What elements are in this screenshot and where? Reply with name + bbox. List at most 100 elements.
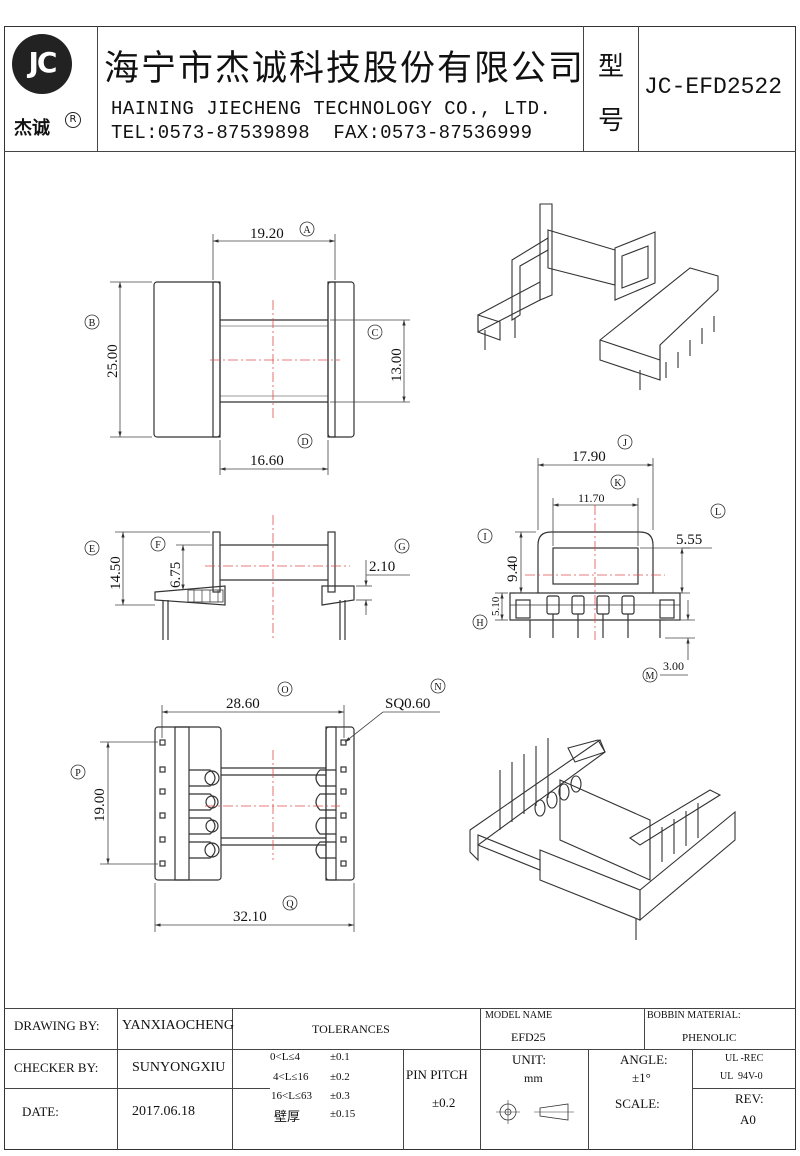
pin-pitch-value: ±0.2: [432, 1095, 456, 1110]
iso-view-top: [477, 203, 719, 390]
dim-N: [344, 711, 440, 743]
header-divider: [638, 26, 639, 151]
dim-P: [100, 741, 158, 865]
balloon-letter-J: J: [623, 438, 627, 449]
tb-line: [4, 1088, 270, 1089]
dim-value-H: 5.10: [490, 596, 502, 616]
dim-J: [537, 458, 654, 530]
dim-value-P: 19.00: [92, 788, 108, 822]
dim-value-O: 28.60: [226, 696, 260, 712]
tol-value-3: ±0.3: [330, 1090, 350, 1102]
date-value: 2017.06.18: [132, 1104, 195, 1119]
balloon-letter-N: N: [434, 682, 441, 693]
dim-value-A: 19.20: [250, 226, 284, 242]
balloon-letter-H: H: [476, 618, 483, 629]
dim-F: [176, 544, 212, 590]
tol-value-4: ±0.15: [330, 1108, 356, 1120]
checker-by-label: CHECKER BY:: [14, 1060, 99, 1075]
tb-line: [692, 1049, 693, 1150]
dim-G: [356, 560, 410, 615]
dim-value-I: 9.40: [505, 556, 521, 582]
dim-value-D: 16.60: [250, 453, 284, 469]
tol-range-2: 4<L≤16: [273, 1071, 309, 1083]
tb-line: [644, 1008, 645, 1049]
rev-label: REV:: [735, 1091, 764, 1106]
balloon-letter-E: E: [89, 544, 95, 555]
balloon-letter-D: D: [301, 437, 308, 448]
rev-value: A0: [740, 1112, 756, 1127]
balloon-O: O: [277, 681, 293, 697]
balloon-N: N: [430, 678, 446, 694]
tb-line: [4, 1008, 796, 1009]
balloon-D: D: [297, 433, 313, 449]
balloon-C: C: [367, 324, 383, 340]
tol-range-3: 16<L≤63: [271, 1090, 312, 1102]
balloon-H: H: [472, 614, 488, 630]
registered-mark: R: [65, 112, 81, 128]
balloon-letter-C: C: [372, 328, 379, 339]
dim-M: [660, 600, 695, 676]
balloon-G: G: [394, 538, 410, 554]
front-view: [509, 505, 681, 640]
header-divider: [97, 26, 98, 151]
balloon-letter-Q: Q: [286, 899, 294, 910]
dim-value-G: 2.10: [369, 559, 395, 575]
balloon-K: K: [610, 474, 626, 490]
dim-K: [552, 498, 639, 546]
balloon-I: I: [477, 528, 493, 544]
tb-line: [480, 1008, 481, 1150]
unit-value: mm: [524, 1071, 543, 1085]
bobbin-material-label: BOBBIN MATERIAL:: [647, 1010, 741, 1021]
dim-value-C: 13.00: [389, 348, 405, 382]
dim-D: [219, 440, 329, 475]
balloon-E: E: [84, 540, 100, 556]
balloon-A: A: [299, 221, 315, 237]
dim-E: [115, 531, 210, 606]
model-number: JC-EFD2522: [644, 74, 783, 100]
balloon-letter-K: K: [614, 478, 622, 489]
drawing-by-value: YANXIAOCHENG: [122, 1018, 234, 1033]
tb-line: [4, 1049, 796, 1050]
dimension-values: 19.20 25.00 13.00 16.60 14.50 6.75 2.10 …: [92, 226, 702, 925]
balloon-letter-M: M: [646, 671, 655, 682]
balloon-letter-L: L: [715, 507, 721, 518]
unit-label: UNIT:: [512, 1052, 547, 1067]
tb-line: [403, 1049, 404, 1150]
projection-symbol: [496, 1100, 574, 1124]
angle-value: ±1°: [632, 1070, 651, 1085]
model-name-label: MODEL NAME: [485, 1010, 553, 1021]
angle-label: ANGLE:: [620, 1052, 668, 1067]
tb-line: [692, 1088, 796, 1089]
tolerances-label: TOLERANCES: [312, 1022, 390, 1036]
dim-H: [495, 592, 508, 621]
dim-Q: [154, 883, 355, 932]
dim-O: [161, 705, 345, 738]
balloon-letter-F: F: [155, 540, 161, 551]
technical-drawing: 19.20 25.00 13.00 16.60 14.50 6.75 2.10 …: [70, 203, 736, 940]
dim-value-Q: 32.10: [233, 909, 267, 925]
dim-value-E: 14.50: [108, 556, 124, 590]
pin-pitch-label: PIN PITCH: [406, 1067, 468, 1082]
tol-range-1: 0<L≤4: [270, 1051, 300, 1063]
top-view: [153, 281, 355, 438]
balloon-B: B: [84, 314, 100, 330]
model-label-bottom: 号: [598, 106, 625, 136]
dim-B: [110, 281, 152, 438]
ul-rec: UL -REC: [725, 1053, 764, 1064]
balloon-letter-A: A: [303, 225, 311, 236]
model-label-top: 型: [598, 52, 625, 82]
bottom-view: [154, 726, 355, 881]
balloon-J: J: [617, 434, 633, 450]
tol-value-2: ±0.2: [330, 1071, 350, 1083]
logo-text: JC: [28, 46, 58, 79]
balloon-letter-G: G: [398, 542, 405, 553]
dim-value-K: 11.70: [578, 491, 605, 505]
dim-value-F: 6.75: [168, 562, 184, 588]
balloon-P: P: [70, 764, 86, 780]
drawing-by-label: DRAWING BY:: [14, 1018, 100, 1033]
tol-value-1: ±0.1: [330, 1051, 350, 1063]
header-divider: [4, 151, 796, 152]
iso-view-bottom: [469, 738, 736, 940]
logo-circle: [12, 34, 72, 94]
balloon-letter-I: I: [483, 532, 486, 543]
